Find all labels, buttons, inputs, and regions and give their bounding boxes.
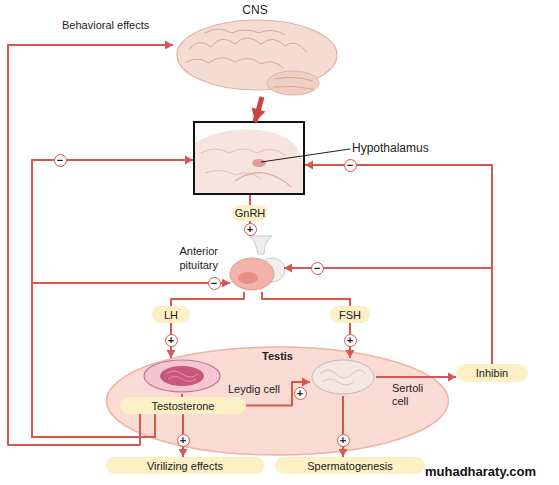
testis-ellipse: TestisLeydig cellSertoli cellTestosteron…: [105, 346, 450, 456]
node-label: Anterior pituitary: [160, 244, 218, 272]
hypothalamus-box: Hypothalamus: [193, 121, 305, 195]
connector-line: [305, 165, 492, 364]
effect-sign: +: [244, 223, 257, 236]
hypothalamus-box-shape: [195, 123, 303, 193]
connector: [32, 279, 230, 437]
arrow-head: [167, 350, 176, 358]
node-label: Spermatogenesis: [307, 460, 393, 472]
arrow-head: [185, 156, 193, 165]
brain-illustration: CNS: [165, 3, 345, 101]
arrow-head: [179, 449, 188, 457]
arrow-head: [448, 373, 456, 382]
edge-label: Behavioral effects: [62, 19, 149, 31]
connector: [339, 396, 348, 457]
effect-sign: +: [294, 387, 307, 400]
effect-sign: +: [337, 434, 350, 447]
node-label: Leydig cell: [228, 383, 280, 395]
arrow-head: [252, 108, 266, 122]
effect-sign: −: [208, 277, 221, 290]
arrow-head: [284, 264, 292, 273]
hormone-pill: GnRH: [232, 205, 268, 221]
node-label: Testis: [105, 350, 450, 362]
connector-line: [249, 195, 251, 205]
connector: [171, 292, 244, 306]
hormone-pill: FSH: [330, 306, 370, 323]
pituitary-illustration-shape: [222, 236, 292, 292]
node-label: Virilizing effects: [147, 460, 223, 472]
effect-sign: +: [165, 334, 178, 347]
connector-line: [342, 396, 344, 457]
node-label: Inhibin: [476, 367, 508, 379]
connector: [250, 195, 251, 205]
watermark: muhadharaty.com: [425, 464, 536, 479]
effect-sign: −: [311, 262, 324, 275]
node-label: LH: [164, 309, 178, 321]
cell-illustration: Sertoli cell: [310, 358, 376, 396]
arrow-head: [302, 378, 310, 387]
brain-illustration-shape: [165, 3, 345, 101]
cell-illustration-shape: [310, 358, 376, 396]
effect-sign: −: [54, 154, 67, 167]
connector: [246, 378, 310, 406]
hormone-pill: LH: [152, 306, 190, 323]
connector-line: [284, 268, 492, 364]
connector-line: [32, 160, 193, 437]
node-label: GnRH: [235, 207, 266, 219]
node-label: FSH: [339, 309, 361, 321]
connector-line: [376, 376, 456, 378]
effect-sign: +: [344, 334, 357, 347]
effect-sign: −: [344, 159, 357, 172]
hormone-pill: Testosterone: [120, 397, 246, 414]
node-label: CNS: [165, 3, 345, 17]
connector-line: [32, 283, 230, 437]
arrow-head: [165, 41, 173, 50]
arrow-head: [305, 161, 313, 170]
connector-line: [246, 382, 310, 406]
node-label: Sertoli cell: [392, 382, 437, 408]
cell-illustration-shape: [142, 358, 222, 394]
effect-pill: Virilizing effects: [106, 457, 264, 474]
connector: [262, 292, 350, 306]
cell-illustration: Leydig cell: [142, 358, 222, 394]
connector-line: [181, 394, 183, 397]
connector: [284, 264, 492, 364]
connector: [182, 394, 183, 397]
arrow-head: [222, 279, 230, 288]
connector-line: [171, 292, 244, 306]
connector: [32, 156, 193, 437]
arrow-head: [339, 449, 348, 457]
connector-line: [262, 292, 350, 306]
effect-pill: Spermatogenesis: [275, 457, 425, 474]
node-label: Hypothalamus: [352, 141, 429, 155]
connector: [376, 373, 456, 382]
arrow-head: [346, 350, 355, 358]
effect-sign: +: [177, 434, 190, 447]
node-label: Testosterone: [152, 400, 215, 412]
hormone-pill: Inhibin: [456, 364, 528, 382]
connector: [305, 161, 492, 364]
pituitary-illustration: Anterior pituitary: [222, 236, 292, 292]
connector: [252, 97, 266, 122]
